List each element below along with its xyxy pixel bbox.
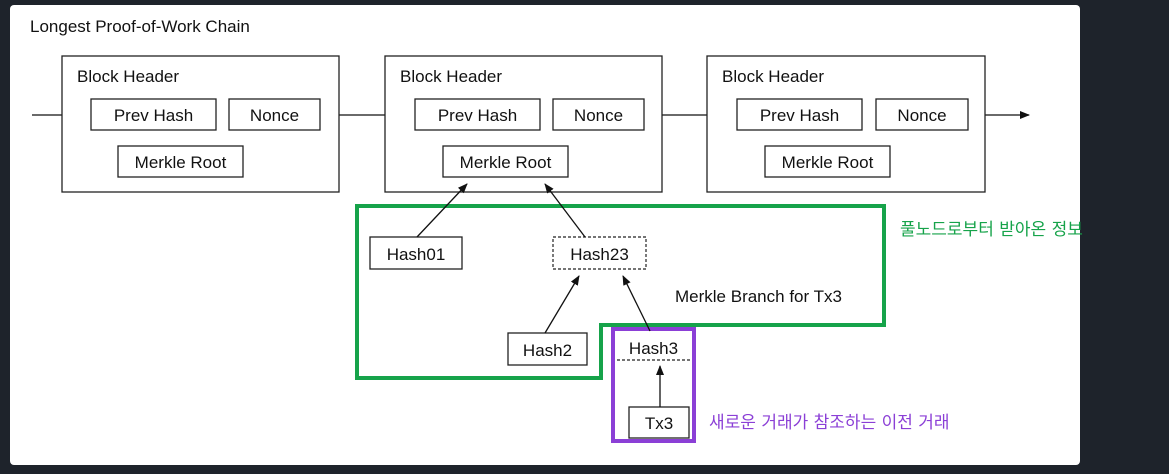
full-node-info-annotation: 풀노드로부터 받아온 정보 xyxy=(900,220,1083,240)
arrow-hash2-to-hash23 xyxy=(544,275,580,334)
block-1-merkle-root-box xyxy=(117,145,244,178)
tx3-label: Tx3 xyxy=(645,414,673,433)
hash23-box xyxy=(552,236,647,270)
chain-title: Longest Proof-of-Work Chain xyxy=(30,17,250,36)
hash2-label: Hash2 xyxy=(523,341,572,360)
block-2-nonce-box xyxy=(552,98,645,131)
block-1-header-label: Block Header xyxy=(77,67,179,86)
arrow-hash01-to-merkle-root xyxy=(416,183,468,238)
block-3-nonce-label: Nonce xyxy=(897,106,946,125)
block-1-nonce-box xyxy=(228,98,321,131)
block-2-merkle-root-label: Merkle Root xyxy=(460,153,552,172)
block-1-merkle-root-label: Merkle Root xyxy=(135,153,227,172)
hash01-label: Hash01 xyxy=(387,245,446,264)
arrow-hash23-to-merkle-root xyxy=(544,183,586,238)
block-3: Block Header Prev Hash Nonce Merkle Root xyxy=(706,55,986,193)
block-2: Block Header Prev Hash Nonce Merkle Root xyxy=(384,55,663,193)
block-2-header-label: Block Header xyxy=(400,67,502,86)
block-1-nonce-label: Nonce xyxy=(250,106,299,125)
arrow-hash3-to-hash23 xyxy=(622,275,651,332)
tx3-box xyxy=(628,406,690,439)
block-3-merkle-root-box xyxy=(764,145,891,178)
block-1-prev-hash-box xyxy=(90,98,217,131)
hash2-box xyxy=(507,332,588,366)
block-3-prev-hash-box xyxy=(736,98,863,131)
block-3-header-label: Block Header xyxy=(722,67,824,86)
block-3-merkle-root-label: Merkle Root xyxy=(782,153,874,172)
block-2-nonce-label: Nonce xyxy=(574,106,623,125)
block-1-prev-hash-label: Prev Hash xyxy=(114,106,193,125)
referenced-tx-annotation: 새로운 거래가 참조하는 이전 거래 xyxy=(709,413,950,433)
block-3-nonce-box xyxy=(875,98,969,131)
hash01-box xyxy=(369,236,463,270)
merkle-branch-label: Merkle Branch for Tx3 xyxy=(675,287,842,306)
hash23-label: Hash23 xyxy=(570,245,629,264)
hash3-label: Hash3 xyxy=(629,339,678,358)
block-2-prev-hash-label: Prev Hash xyxy=(438,106,517,125)
referenced-tx-outline xyxy=(611,327,696,443)
block-2-merkle-root-box xyxy=(442,145,569,178)
block-1: Block Header Prev Hash Nonce Merkle Root xyxy=(61,55,340,193)
block-2-prev-hash-box xyxy=(414,98,541,131)
block-3-prev-hash-label: Prev Hash xyxy=(760,106,839,125)
merkle-branch-outline xyxy=(355,204,886,380)
